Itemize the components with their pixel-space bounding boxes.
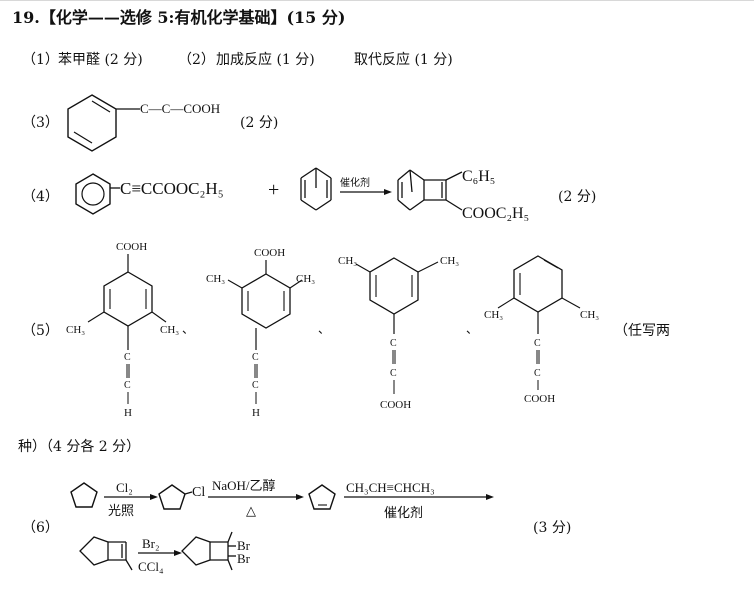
svg-text:H: H [252,407,260,419]
separator-3: 、 [466,322,478,336]
svg-text:C: C [252,380,259,391]
svg-text:催化剂: 催化剂 [384,505,423,520]
product-structure [397,169,463,211]
svg-text:Cl₂: Cl₂ [116,480,133,495]
catalyst-label: 催化剂 [340,176,370,189]
svg-text:C: C [124,352,131,363]
svg-text:、: 、 [182,322,194,336]
answer-1-text: 苯甲醛 (2 分) [58,52,143,68]
answer-3-number: （3） [22,115,59,131]
svg-text:CH₃: CH₃ [160,324,179,336]
answer-5-continuation: 种）（4 分各 2 分） [18,439,141,455]
answer-5-number: （5） [22,323,59,339]
answer-5-tail: （任写两 [614,323,670,339]
svg-text:CH₃: CH₃ [66,324,85,336]
isomer-3: CH₃ CH₃ C C COOH [338,255,459,411]
ester-label: C≡CCOOC₂H₅ [120,179,224,198]
svg-text:COOH: COOH [380,399,411,411]
svg-text:CCl₄: CCl₄ [138,559,164,574]
svg-text:△: △ [246,503,256,518]
answer-4-score: (2 分) [558,189,597,205]
ester-substituent: COOC₂H₅ [462,205,529,222]
svg-text:COOH: COOH [254,247,285,259]
svg-text:Br₂: Br₂ [142,536,160,551]
top-rule [0,0,754,1]
answer-3-score: (2 分) [240,115,279,131]
norbornadiene-structure [300,167,332,211]
svg-text:COOH: COOH [524,393,555,405]
answer-2b-text: 取代反应 (1 分) [354,52,453,68]
isomer-4: CH₃ CH₃ C C COOH [484,255,599,405]
svg-text:H: H [124,407,132,419]
svg-text:C: C [252,352,259,363]
answer-2-number: （2） [178,52,215,68]
svg-text:C: C [534,368,541,379]
svg-text:C: C [390,338,397,349]
plus-sign: + [268,179,279,201]
answer-2-text: 加成反应 (1 分) [216,52,315,68]
answer-6-score: (3 分) [533,520,572,536]
svg-text:C: C [390,368,397,379]
svg-text:CH₃: CH₃ [338,255,357,267]
answer-4-number: （4） [22,189,59,205]
svg-text:COOH: COOH [116,241,147,253]
svg-text:Br: Br [237,538,251,553]
question-title: 19.【化学——选修 5:有机化学基础】(15 分) [12,8,346,27]
answer-6-number: （6） [22,520,59,536]
svg-text:C: C [534,338,541,349]
separator-2: 、 [318,322,330,336]
isomer-1: COOH CH₃ CH₃ 、 C C H [66,241,194,419]
svg-text:CH₃: CH₃ [580,309,599,321]
svg-text:CH₃CH≡CHCH₃: CH₃CH≡CHCH₃ [346,480,435,495]
chain-3-label: C—C—COOH [140,101,220,116]
svg-text:CH₃: CH₃ [484,309,503,321]
svg-text:CH₃: CH₃ [206,273,225,285]
svg-text:Br: Br [237,551,251,566]
answer-1-number: （1） [22,52,59,68]
svg-text:CH₃: CH₃ [440,255,459,267]
svg-text:C: C [124,380,131,391]
svg-text:光照: 光照 [108,503,134,518]
isomer-2: COOH CH₃ CH₃ C C H [206,247,315,419]
svg-text:CH₃: CH₃ [296,273,315,285]
svg-text:Cl: Cl [192,485,205,500]
phenyl-substituent: C₆H₅ [462,168,495,185]
svg-text:NaOH/乙醇: NaOH/乙醇 [212,478,276,493]
